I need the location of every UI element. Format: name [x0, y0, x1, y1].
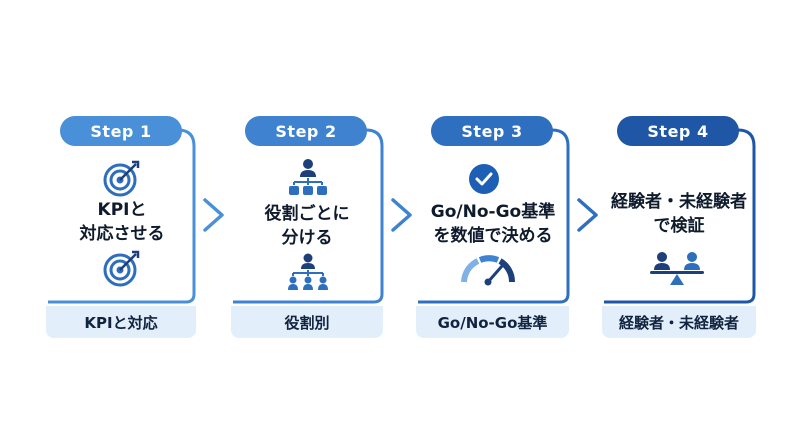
- card-outline-3: [418, 128, 570, 304]
- gauge-icon: [461, 255, 516, 286]
- step-2-label: Step 2: [245, 116, 367, 146]
- target-icon: [103, 160, 140, 197]
- step-4-text-line-2: で検証: [653, 216, 705, 236]
- step-3-text-line-2: を数値で決める: [433, 226, 553, 246]
- step-4-label: Step 4: [617, 116, 739, 146]
- step-4-footer: 経験者・未経験者: [602, 306, 756, 338]
- team-hierarchy-icon: [288, 253, 328, 290]
- card-outline-1: [48, 128, 196, 304]
- arrow-1: [203, 198, 224, 232]
- step-3-label: Step 3: [431, 116, 553, 146]
- step-4-text-line-1: 経験者・未経験者: [611, 192, 747, 212]
- step-3-footer: Go/No-Go基準: [416, 306, 569, 338]
- step-1-footer: KPIと対応: [46, 306, 196, 338]
- step-3-text: Go/No-Go基準 を数値で決める: [425, 200, 561, 248]
- card-outline-4: [604, 128, 756, 304]
- step-1-text-line-1: KPIと: [97, 200, 147, 220]
- target-icon: [103, 250, 140, 287]
- balance-people-icon: [650, 252, 704, 285]
- step-2-text: 役割ごとに 分ける: [245, 202, 369, 250]
- org-chart-icon: [289, 159, 327, 195]
- check-circle-icon: [469, 164, 499, 194]
- arrow-3: [577, 198, 598, 232]
- step-2-text-line-1: 役割ごとに: [264, 204, 350, 224]
- arrow-2: [391, 198, 412, 232]
- step-1-text-line-2: 対応させる: [79, 224, 165, 244]
- step-1-label: Step 1: [60, 116, 182, 146]
- step-2-text-line-2: 分ける: [281, 228, 333, 248]
- card-outline-2: [233, 128, 384, 304]
- step-2-footer: 役割別: [231, 306, 383, 338]
- step-4-text: 経験者・未経験者 で検証: [606, 190, 752, 238]
- step-3-text-line-1: Go/No-Go基準: [430, 202, 556, 222]
- step-1-text: KPIと 対応させる: [60, 198, 184, 246]
